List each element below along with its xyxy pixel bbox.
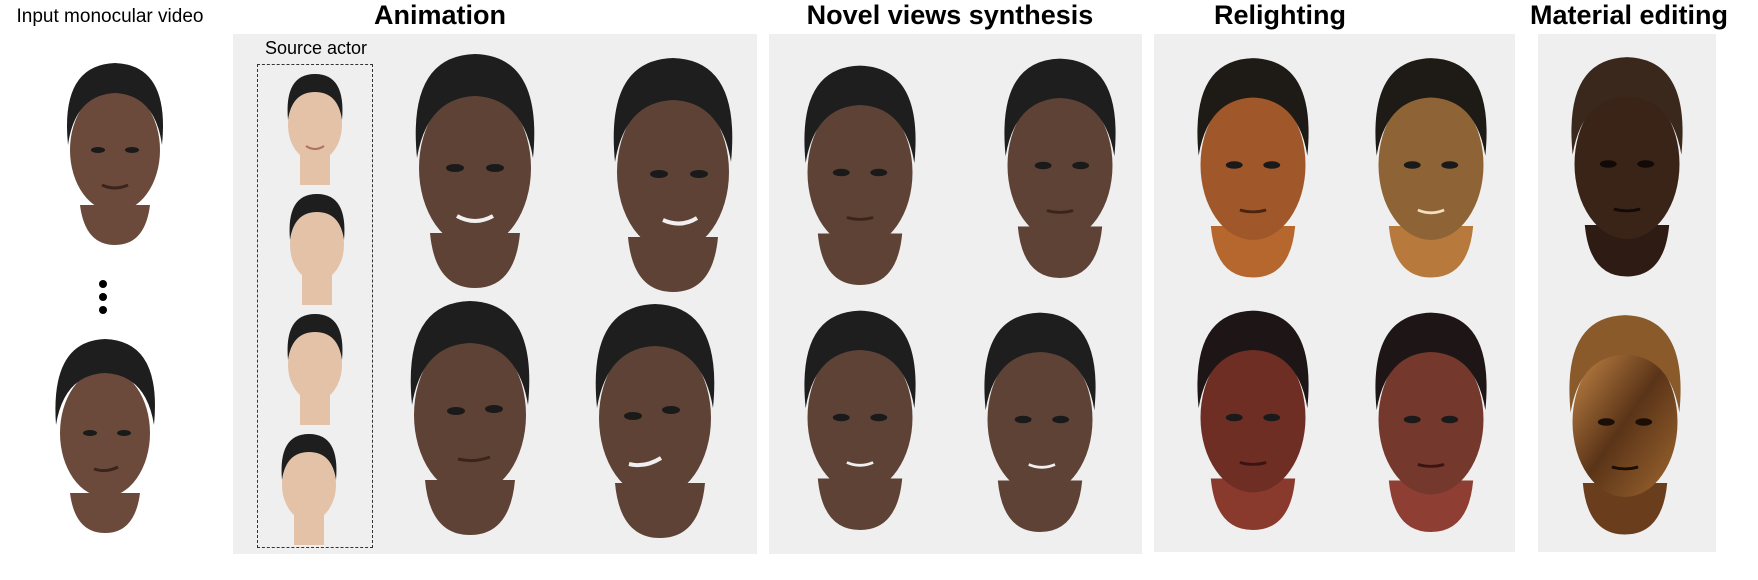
animation-head-3 <box>410 301 530 535</box>
relit-head-4 <box>1375 312 1487 532</box>
relit-head-2 <box>1375 58 1487 278</box>
relit-head-1 <box>1197 58 1309 278</box>
animation-head-4 <box>595 304 715 538</box>
relit-head-3 <box>1197 310 1309 530</box>
material-editing-title: Material editing <box>1529 0 1729 30</box>
material-head-1 <box>1571 57 1683 277</box>
material-head-2 <box>1569 315 1681 535</box>
animation-title: Animation <box>374 0 506 30</box>
novel-view-head-1 <box>804 65 916 285</box>
input-head-bottom <box>55 339 155 533</box>
source-actor-head-4 <box>281 434 337 545</box>
novel-view-head-3 <box>804 310 916 530</box>
ellipsis-dot <box>99 293 107 301</box>
source-actor-head-2 <box>289 194 345 305</box>
input-video-title: Input monocular video <box>16 6 204 27</box>
source-actor-head-3 <box>287 314 343 425</box>
source-actor-head-1 <box>287 74 343 185</box>
animation-head-1 <box>415 54 535 288</box>
source-actor-box <box>257 64 373 548</box>
ellipsis-dot <box>99 306 107 314</box>
source-actor-label: Source actor <box>264 38 368 58</box>
novel-view-head-2 <box>1004 58 1116 278</box>
input-head-top <box>66 63 164 245</box>
novel-view-head-4 <box>984 312 1096 532</box>
novel-views-title: Novel views synthesis <box>806 0 1094 30</box>
relighting-title: Relighting <box>1214 0 1346 30</box>
ellipsis-dot <box>99 280 107 288</box>
animation-head-2 <box>613 58 733 292</box>
